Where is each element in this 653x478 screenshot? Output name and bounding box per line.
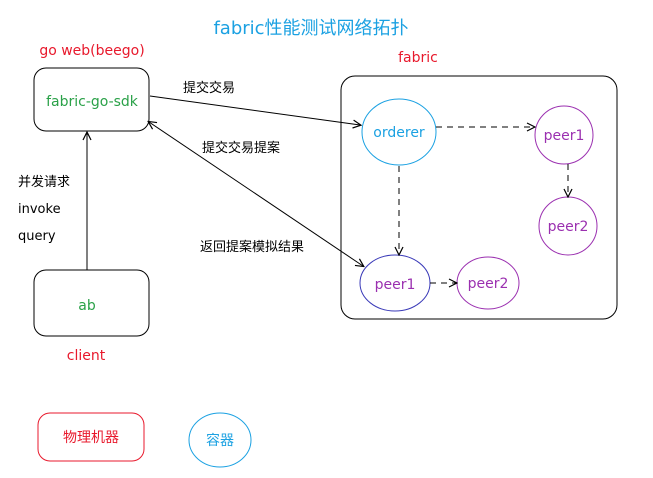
fabric-machine-label: fabric — [398, 50, 438, 66]
proposal-arrow — [149, 122, 363, 266]
diagram-title: fabric性能测试网络拓扑 — [213, 18, 408, 39]
peer1-org1-node — [534, 105, 594, 165]
peer1-org2-label: peer1 — [375, 277, 416, 293]
concurrent-label: 并发请求 — [18, 174, 70, 190]
peer1-org1-label: peer1 — [544, 128, 585, 144]
invoke-label: invoke — [18, 202, 61, 217]
submit-tx-label: 提交交易 — [183, 80, 235, 96]
peer2-org2-label: peer2 — [468, 276, 509, 292]
legend-container-circle — [188, 412, 252, 468]
legend-machine-label: 物理机器 — [63, 430, 119, 446]
query-label: query — [18, 229, 56, 244]
sdk-node-label: fabric-go-sdk — [46, 94, 139, 110]
legend-container-label: 容器 — [206, 432, 234, 449]
web-machine-label: go web(beego) — [39, 43, 144, 59]
submit-proposal-label: 提交交易提案 — [202, 140, 280, 156]
client-machine-box — [33, 269, 150, 337]
client-machine-label: client — [67, 348, 106, 364]
peer2-org1-label: peer2 — [548, 219, 589, 235]
return-sim-label: 返回提案模拟结果 — [200, 239, 304, 255]
ab-node-label: ab — [78, 298, 96, 314]
submit-tx-arrow — [149, 95, 360, 125]
legend-machine-box — [37, 412, 145, 462]
orderer-node-label: orderer — [373, 125, 425, 141]
